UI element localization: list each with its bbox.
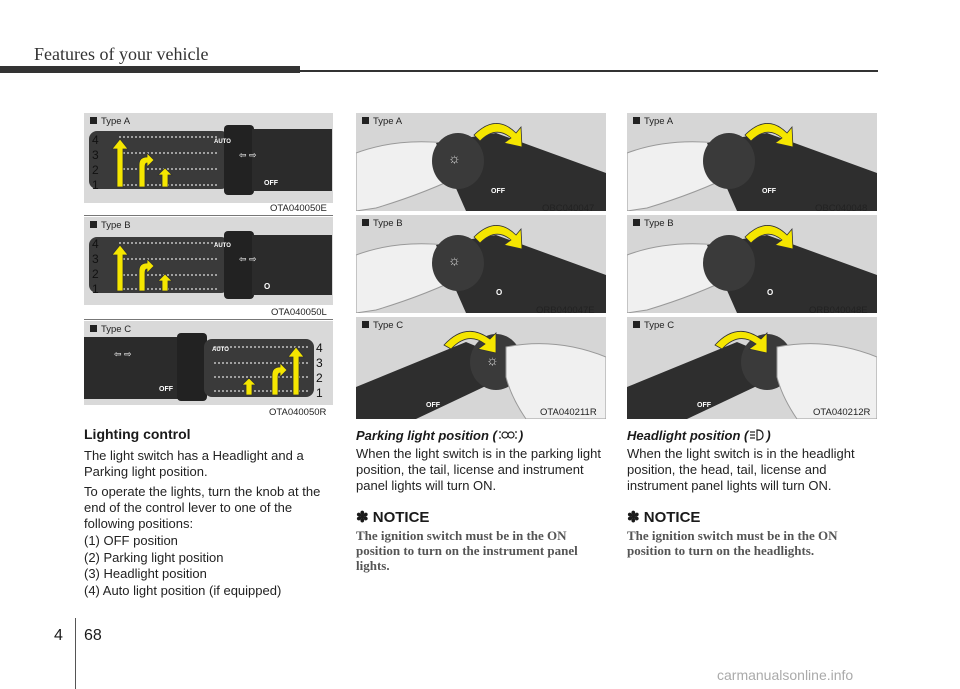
figure-code: OBC040048 [815,203,868,211]
type-label: Type B [90,220,131,231]
svg-text:⇦ ⇨: ⇦ ⇨ [114,349,132,359]
figure-code: ORB040047E [536,305,595,313]
svg-text:⇦ ⇨: ⇦ ⇨ [239,254,257,264]
figure-code: OTA040211R [540,407,597,418]
list-item: (3) Headlight position [84,566,207,581]
list-item: (4) Auto light position (if equipped) [84,583,282,598]
svg-text:☼: ☼ [486,352,499,368]
notice-title: ✽ NOTICE [627,509,701,526]
figure-code: OTA040050L [271,307,327,318]
svg-text:OFF: OFF [762,188,777,195]
type-label: Type C [633,320,674,331]
figure-code: OTA040050E [270,203,327,214]
page-number: 68 [84,627,102,644]
notice-body: The ignition switch must be in the ON po… [356,528,578,573]
svg-text:☼: ☼ [448,252,461,268]
svg-text:AUTO: AUTO [212,347,229,353]
parking-light-icon [498,429,517,444]
footer-divider [75,618,76,689]
section-heading: Parking light position () [356,428,524,444]
header-rule [0,66,300,73]
paragraph: When the light switch is in the headligh… [627,446,855,493]
type-label: Type A [362,116,402,127]
type-label: Type B [633,218,674,229]
divider [84,215,333,216]
headlight-icon [750,429,764,444]
figure-code: OBC040047 [542,203,595,211]
notice-body: The ignition switch must be in the ON po… [627,528,838,558]
figure-code: OTA040050R [269,407,327,418]
svg-text:OFF: OFF [426,402,441,409]
header-rule-thin [300,70,878,72]
list-item: (1) OFF position [84,533,178,548]
svg-text:AUTO: AUTO [214,139,231,145]
svg-text:OFF: OFF [697,402,712,409]
section-heading: Lighting control [84,426,191,442]
type-label: Type A [90,116,130,127]
off-marker: OFF [264,180,279,187]
list-item: (2) Parking light position [84,550,224,565]
type-label: Type A [633,116,673,127]
section-heading: Headlight position () [627,428,771,444]
paragraph: The light switch has a Headlight and a P… [84,448,304,479]
page-header-title: Features of your vehicle [34,44,209,64]
figure-middle-type-c: ☼ OFF Type C OTA040211R [356,317,606,419]
figure-right-type-a: OFF Type A OBC040048 [627,113,877,211]
svg-text:OFF: OFF [159,386,174,393]
type-label: Type C [90,324,131,335]
svg-text:⇦ ⇨: ⇦ ⇨ [239,150,257,160]
figure-right-type-c: OFF Type C OTA040212R [627,317,877,419]
paragraph: When the light switch is in the parking … [356,446,601,493]
svg-text:OFF: OFF [491,188,506,195]
watermark: carmanualsonline.info [717,667,854,683]
notice-title: ✽ NOTICE [356,509,430,526]
figure-middle-type-b: ☼ O Type B ORB040047E [356,215,606,313]
figure-code: OTA040212R [813,407,871,418]
type-label: Type B [362,218,403,229]
light-switch-stalk-illustration: ⇦ ⇨ OFF AUTO [84,113,333,203]
figure-code: ORB040048E [809,305,868,313]
svg-text:AUTO: AUTO [214,243,231,249]
chapter-number: 4 [54,627,63,644]
paragraph: To operate the lights, turn the knob at … [84,484,321,531]
svg-text:O: O [767,288,773,297]
type-label: Type C [362,320,403,331]
svg-text:O: O [264,282,270,291]
svg-text:☼: ☼ [448,150,461,166]
figure-right-type-b: O Type B ORB040048E [627,215,877,313]
divider [84,319,333,320]
svg-text:O: O [496,288,502,297]
figure-middle-type-a: ☼ OFF Type A OBC040047 [356,113,606,211]
